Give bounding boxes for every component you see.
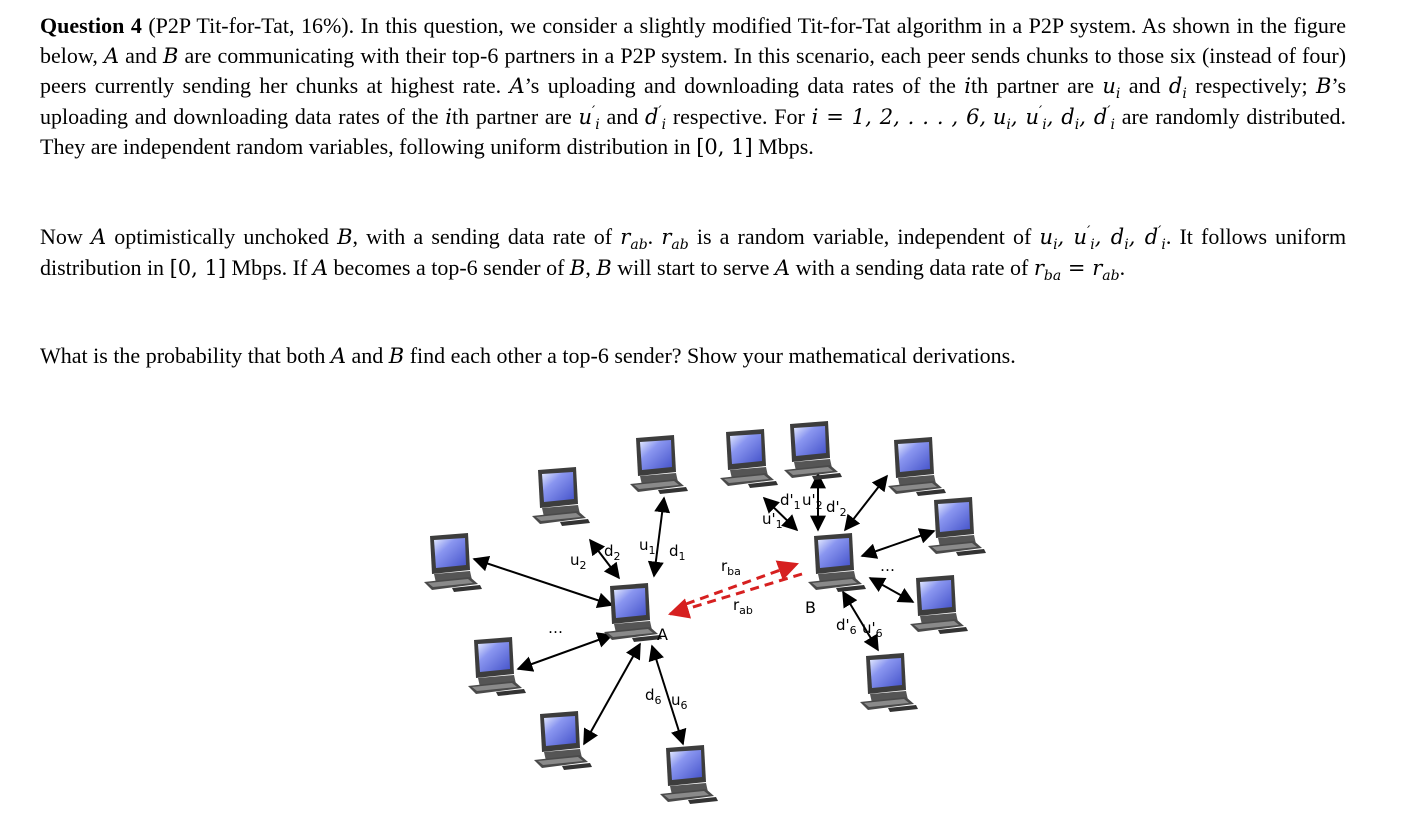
computer-icon [888, 437, 946, 496]
label-peer-a: A [657, 625, 668, 644]
label-dp1: d'1 [780, 491, 801, 512]
question-paragraph-1: Question 4 (P2P Tit-for-Tat, 16%). In th… [40, 13, 1347, 160]
arrow-b-lower-right-peer [868, 577, 915, 603]
label-d2: d2 [604, 542, 621, 563]
computer-icon [630, 435, 688, 494]
label-dp6: d'6 [836, 616, 857, 637]
computer-icon-peer-a [604, 583, 662, 642]
label-up2: u'2 [802, 491, 823, 512]
label-d1: d1 [669, 542, 686, 563]
computer-icon [424, 533, 482, 592]
question-heading: Question 4 [40, 13, 142, 38]
computer-icon [860, 653, 918, 712]
label-d6: d6 [645, 686, 662, 707]
arrow-rab [667, 572, 803, 619]
label-up6: u'6 [862, 619, 883, 640]
label-dp2: d'2 [826, 498, 847, 519]
computer-icon [910, 575, 968, 634]
arrow-b-u6-d6 [842, 590, 879, 652]
computer-icon [468, 637, 526, 696]
arrow-b-right-peer [860, 528, 936, 559]
computer-icon [720, 429, 778, 488]
arrow-rba [685, 560, 799, 606]
arrow-a-u2-d2 [589, 538, 620, 580]
label-dots-right: … [880, 557, 895, 575]
label-u6: u6 [671, 691, 688, 712]
arrow-a-lower-left-peer [516, 632, 614, 672]
label-peer-b: B [805, 598, 816, 617]
computer-icon [928, 497, 986, 556]
computer-icon [532, 467, 590, 526]
arrow-a-u1-d1 [647, 496, 671, 578]
question-paragraph-3: What is the probability that both A and … [40, 343, 1016, 368]
arrow-b-u1-d1 [762, 496, 799, 532]
arrow-a-left-peer [472, 555, 614, 609]
question-paragraph-2: Now A optimistically unchoked B, with a … [40, 224, 1347, 284]
label-up1: u'1 [762, 510, 783, 531]
label-dots-left: … [548, 619, 563, 637]
label-rba: rba [721, 557, 741, 578]
computer-icon [784, 421, 842, 480]
arrow-a-bottom-peer [583, 642, 641, 746]
label-rab: rab [733, 596, 753, 617]
computer-icon [660, 745, 718, 804]
label-u1: u1 [639, 536, 656, 557]
label-u2: u2 [570, 551, 587, 572]
arrow-b-upper-right-peer [844, 474, 888, 532]
computer-icon-peer-b [808, 533, 866, 592]
arrow-a-u6-d6 [648, 644, 687, 746]
computer-icon [534, 711, 592, 770]
